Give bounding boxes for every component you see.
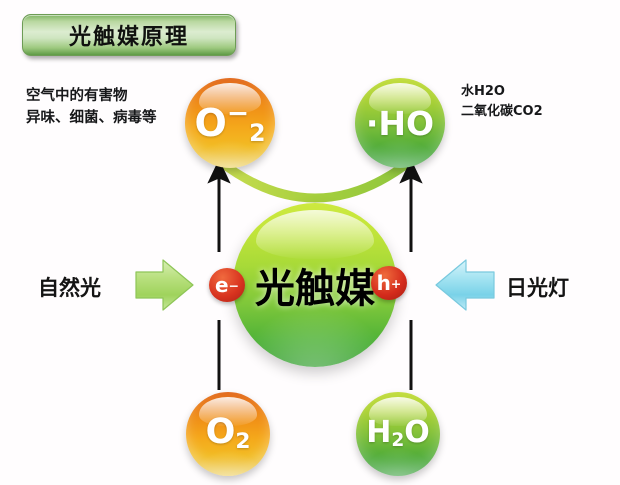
node-photocatalyst-label: 光触媒	[255, 266, 375, 312]
caption-products: 水H2O 二氧化碳CO2	[461, 82, 543, 122]
label-fluorescent-lamp: 日光灯	[506, 276, 569, 300]
water-symbol-h: H	[366, 414, 392, 450]
caption-products-line1: 水H2O	[461, 84, 505, 99]
node-superoxide: O−2	[185, 78, 275, 168]
hole-badge-symbol: h	[376, 271, 391, 295]
caption-products-line2: 二氧化碳CO2	[461, 104, 543, 120]
caption-pollutants-line2: 异味、细菌、病毒等	[26, 110, 157, 127]
page-title: 光触媒原理	[68, 25, 189, 50]
water-subscript: 2	[391, 429, 405, 451]
superoxide-symbol: O	[194, 100, 227, 145]
caption-pollutants: 空气中的有害物 异味、细菌、病毒等	[26, 85, 157, 130]
superoxide-charge: −	[226, 97, 250, 129]
oxygen-symbol: O	[205, 412, 236, 453]
node-water-label: H2O	[366, 414, 430, 451]
label-natural-light: 自然光	[38, 276, 101, 300]
arrow-right-shape	[135, 259, 194, 311]
arrow-left-shape	[435, 259, 495, 311]
hole-badge: h+	[371, 266, 407, 300]
node-hydroxyl: ·HO	[355, 78, 445, 168]
node-photocatalyst: 光触媒	[233, 203, 397, 367]
oxygen-subscript: 2	[235, 429, 251, 455]
caption-pollutants-line1: 空气中的有害物	[26, 88, 128, 104]
node-oxygen: O2	[186, 392, 270, 476]
node-oxygen-label: O2	[205, 412, 251, 455]
electron-badge-sign: −	[228, 277, 239, 293]
electron-badge: e−	[209, 268, 245, 302]
title-banner: 光触媒原理	[22, 14, 236, 56]
water-symbol-o: O	[404, 414, 430, 450]
superoxide-subscript: 2	[249, 118, 266, 147]
electron-badge-symbol: e	[215, 273, 229, 297]
node-water: H2O	[356, 392, 440, 476]
node-superoxide-label: O−2	[194, 97, 266, 147]
hole-badge-sign: +	[390, 275, 402, 291]
arc-connector	[213, 155, 417, 203]
node-hydroxyl-label: ·HO	[365, 103, 435, 143]
